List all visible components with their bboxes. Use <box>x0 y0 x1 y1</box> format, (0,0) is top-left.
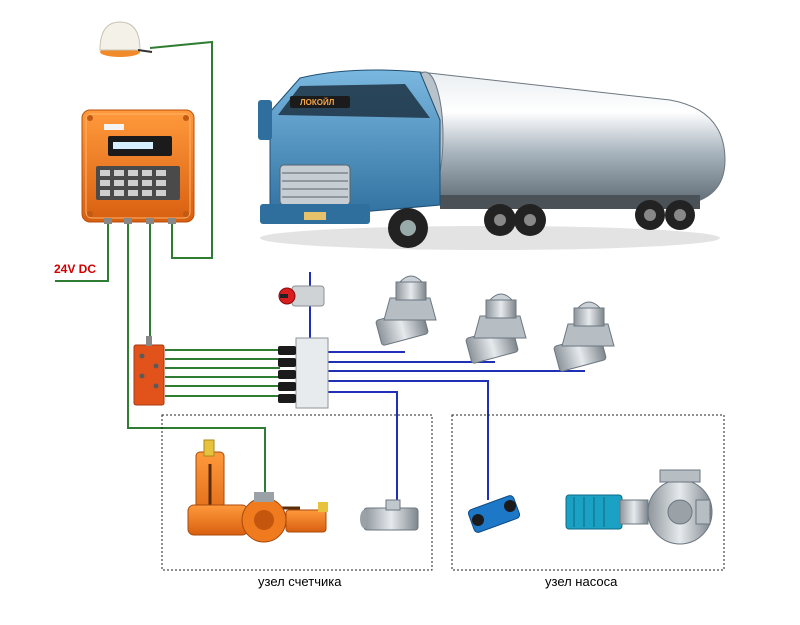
bottom-valve-3 <box>553 302 614 372</box>
pump-control-valve <box>467 495 520 534</box>
flow-meter-assembly <box>188 440 328 542</box>
truck-brand: ЛОКОЙЛ <box>300 98 335 107</box>
bottom-valve-2 <box>465 294 526 364</box>
pump-unit-label: узел насоса <box>545 574 617 589</box>
junction-box <box>134 336 164 405</box>
controller-logo <box>104 124 124 130</box>
check-valve <box>360 500 418 530</box>
bottom-valve-1 <box>375 276 436 346</box>
pump <box>566 470 712 544</box>
blue-lines <box>310 272 585 505</box>
meter-unit-label: узел счетчика <box>258 574 341 589</box>
controller-unit <box>82 110 194 224</box>
power-supply-label: 24V DC <box>54 262 96 276</box>
level-sensor <box>100 22 152 57</box>
tanker-truck: ЛОКОЙЛ <box>258 70 725 250</box>
emergency-stop-button <box>279 286 324 306</box>
solenoid-manifold <box>278 338 328 408</box>
